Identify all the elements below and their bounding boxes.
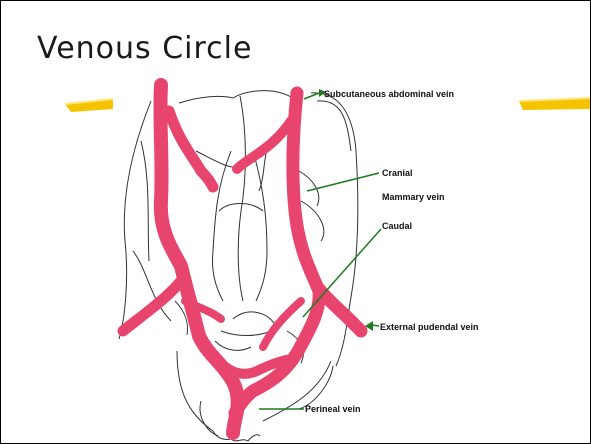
label-caudal: Caudal	[382, 221, 412, 231]
left-cranial-branch	[169, 111, 213, 187]
highlighter-accent-left	[65, 99, 113, 112]
leader-subcutaneous	[304, 93, 319, 99]
label-perineal-vein: Perineal vein	[305, 404, 361, 414]
left-caudal-branch	[123, 281, 181, 331]
vein-network	[123, 85, 361, 433]
right-pudendal-branch	[319, 289, 361, 331]
leader-cranial	[307, 173, 379, 191]
highlighter-accent-right	[519, 98, 590, 110]
left-abdominal-vein	[160, 85, 237, 433]
right-inner-branch	[263, 301, 301, 347]
label-subcutaneous-abdominal-vein: Subcutaneous abdominal vein	[324, 89, 454, 99]
label-external-pudendal-vein: External pudendal vein	[380, 322, 479, 332]
label-cranial: Cranial	[382, 168, 413, 178]
label-mammary-vein: Mammary vein	[382, 192, 445, 202]
